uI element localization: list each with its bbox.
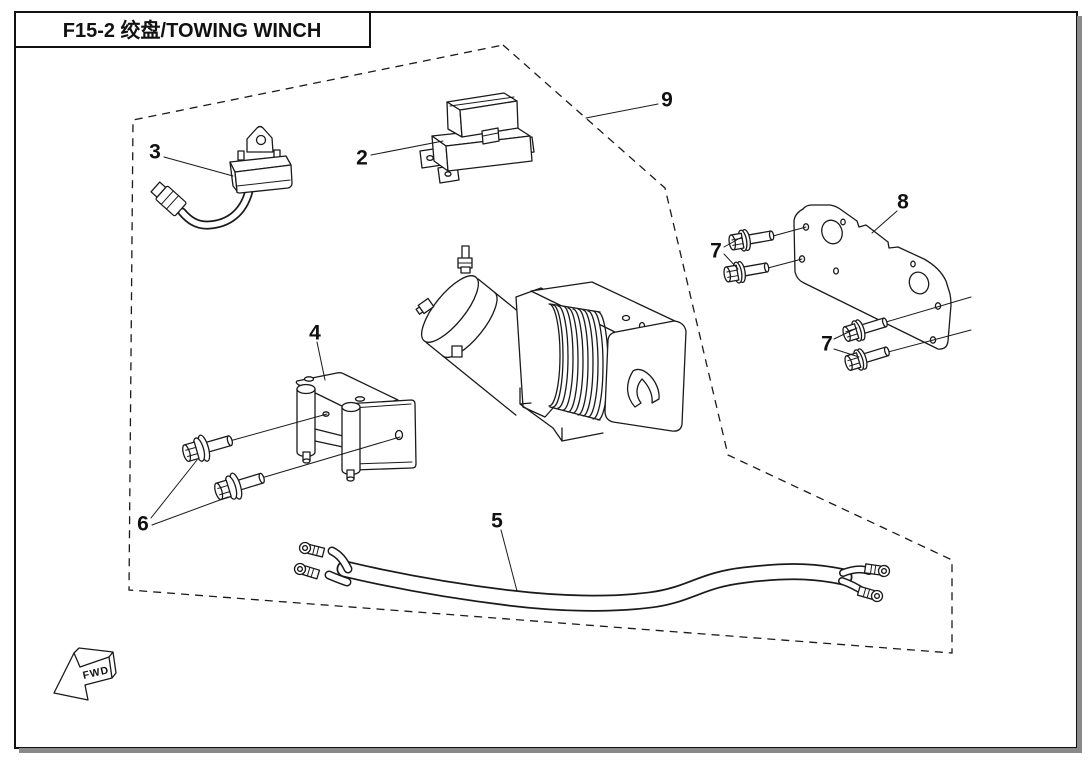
leader-line-3 — [163, 156, 234, 177]
callout-7a: 7 — [710, 240, 722, 263]
part-4-fairlead-bracket — [295, 372, 417, 482]
callout-9: 9 — [661, 89, 673, 112]
leader-line-9 — [585, 103, 659, 119]
callout-6: 6 — [137, 513, 149, 536]
callout-8: 8 — [897, 191, 909, 214]
fwd-label: FWD — [82, 664, 111, 682]
part-3-winch-switch — [150, 125, 293, 230]
bolt-axis-line — [257, 436, 401, 480]
leader-line-6 — [150, 459, 198, 519]
leader-line-7b — [833, 348, 860, 358]
bolt-axis-line — [887, 329, 972, 353]
clutch-lever — [626, 368, 660, 408]
page-shadow-bottom — [19, 748, 1082, 753]
part-5-power-cable — [292, 540, 891, 612]
page-shadow-right — [1077, 16, 1082, 753]
callout-4: 4 — [309, 322, 321, 345]
leader-line-5 — [500, 529, 518, 592]
leader-line-2 — [370, 140, 444, 156]
part-2-winch-contactor — [419, 92, 535, 184]
fwd-direction-marker: FWD — [53, 647, 117, 701]
part-8-mounting-plate — [793, 204, 952, 350]
diagram-title: F15-2 绞盘/TOWING WINCH — [63, 18, 322, 42]
callout-2: 2 — [356, 147, 368, 170]
winch-assembly — [415, 245, 687, 442]
leader-line-7a — [723, 253, 739, 270]
leader-line-6 — [151, 496, 229, 526]
title-box — [14, 11, 371, 48]
bolt-axis-line — [772, 226, 807, 237]
bolt-axis-line — [885, 296, 972, 323]
leader-line-7a — [723, 236, 743, 248]
leader-line-7b — [833, 327, 858, 340]
bolt-axis-line — [767, 258, 803, 269]
callout-7b: 7 — [821, 333, 833, 356]
callout-5: 5 — [491, 510, 503, 533]
leader-line-4 — [316, 341, 326, 381]
callout-3: 3 — [149, 141, 161, 164]
bolt-axis-line — [225, 413, 328, 443]
assembly-boundary-dashed — [128, 44, 953, 654]
leader-line-8 — [871, 210, 898, 234]
callouts: 3 2 9 8 7 7 4 6 5 — [137, 89, 909, 592]
